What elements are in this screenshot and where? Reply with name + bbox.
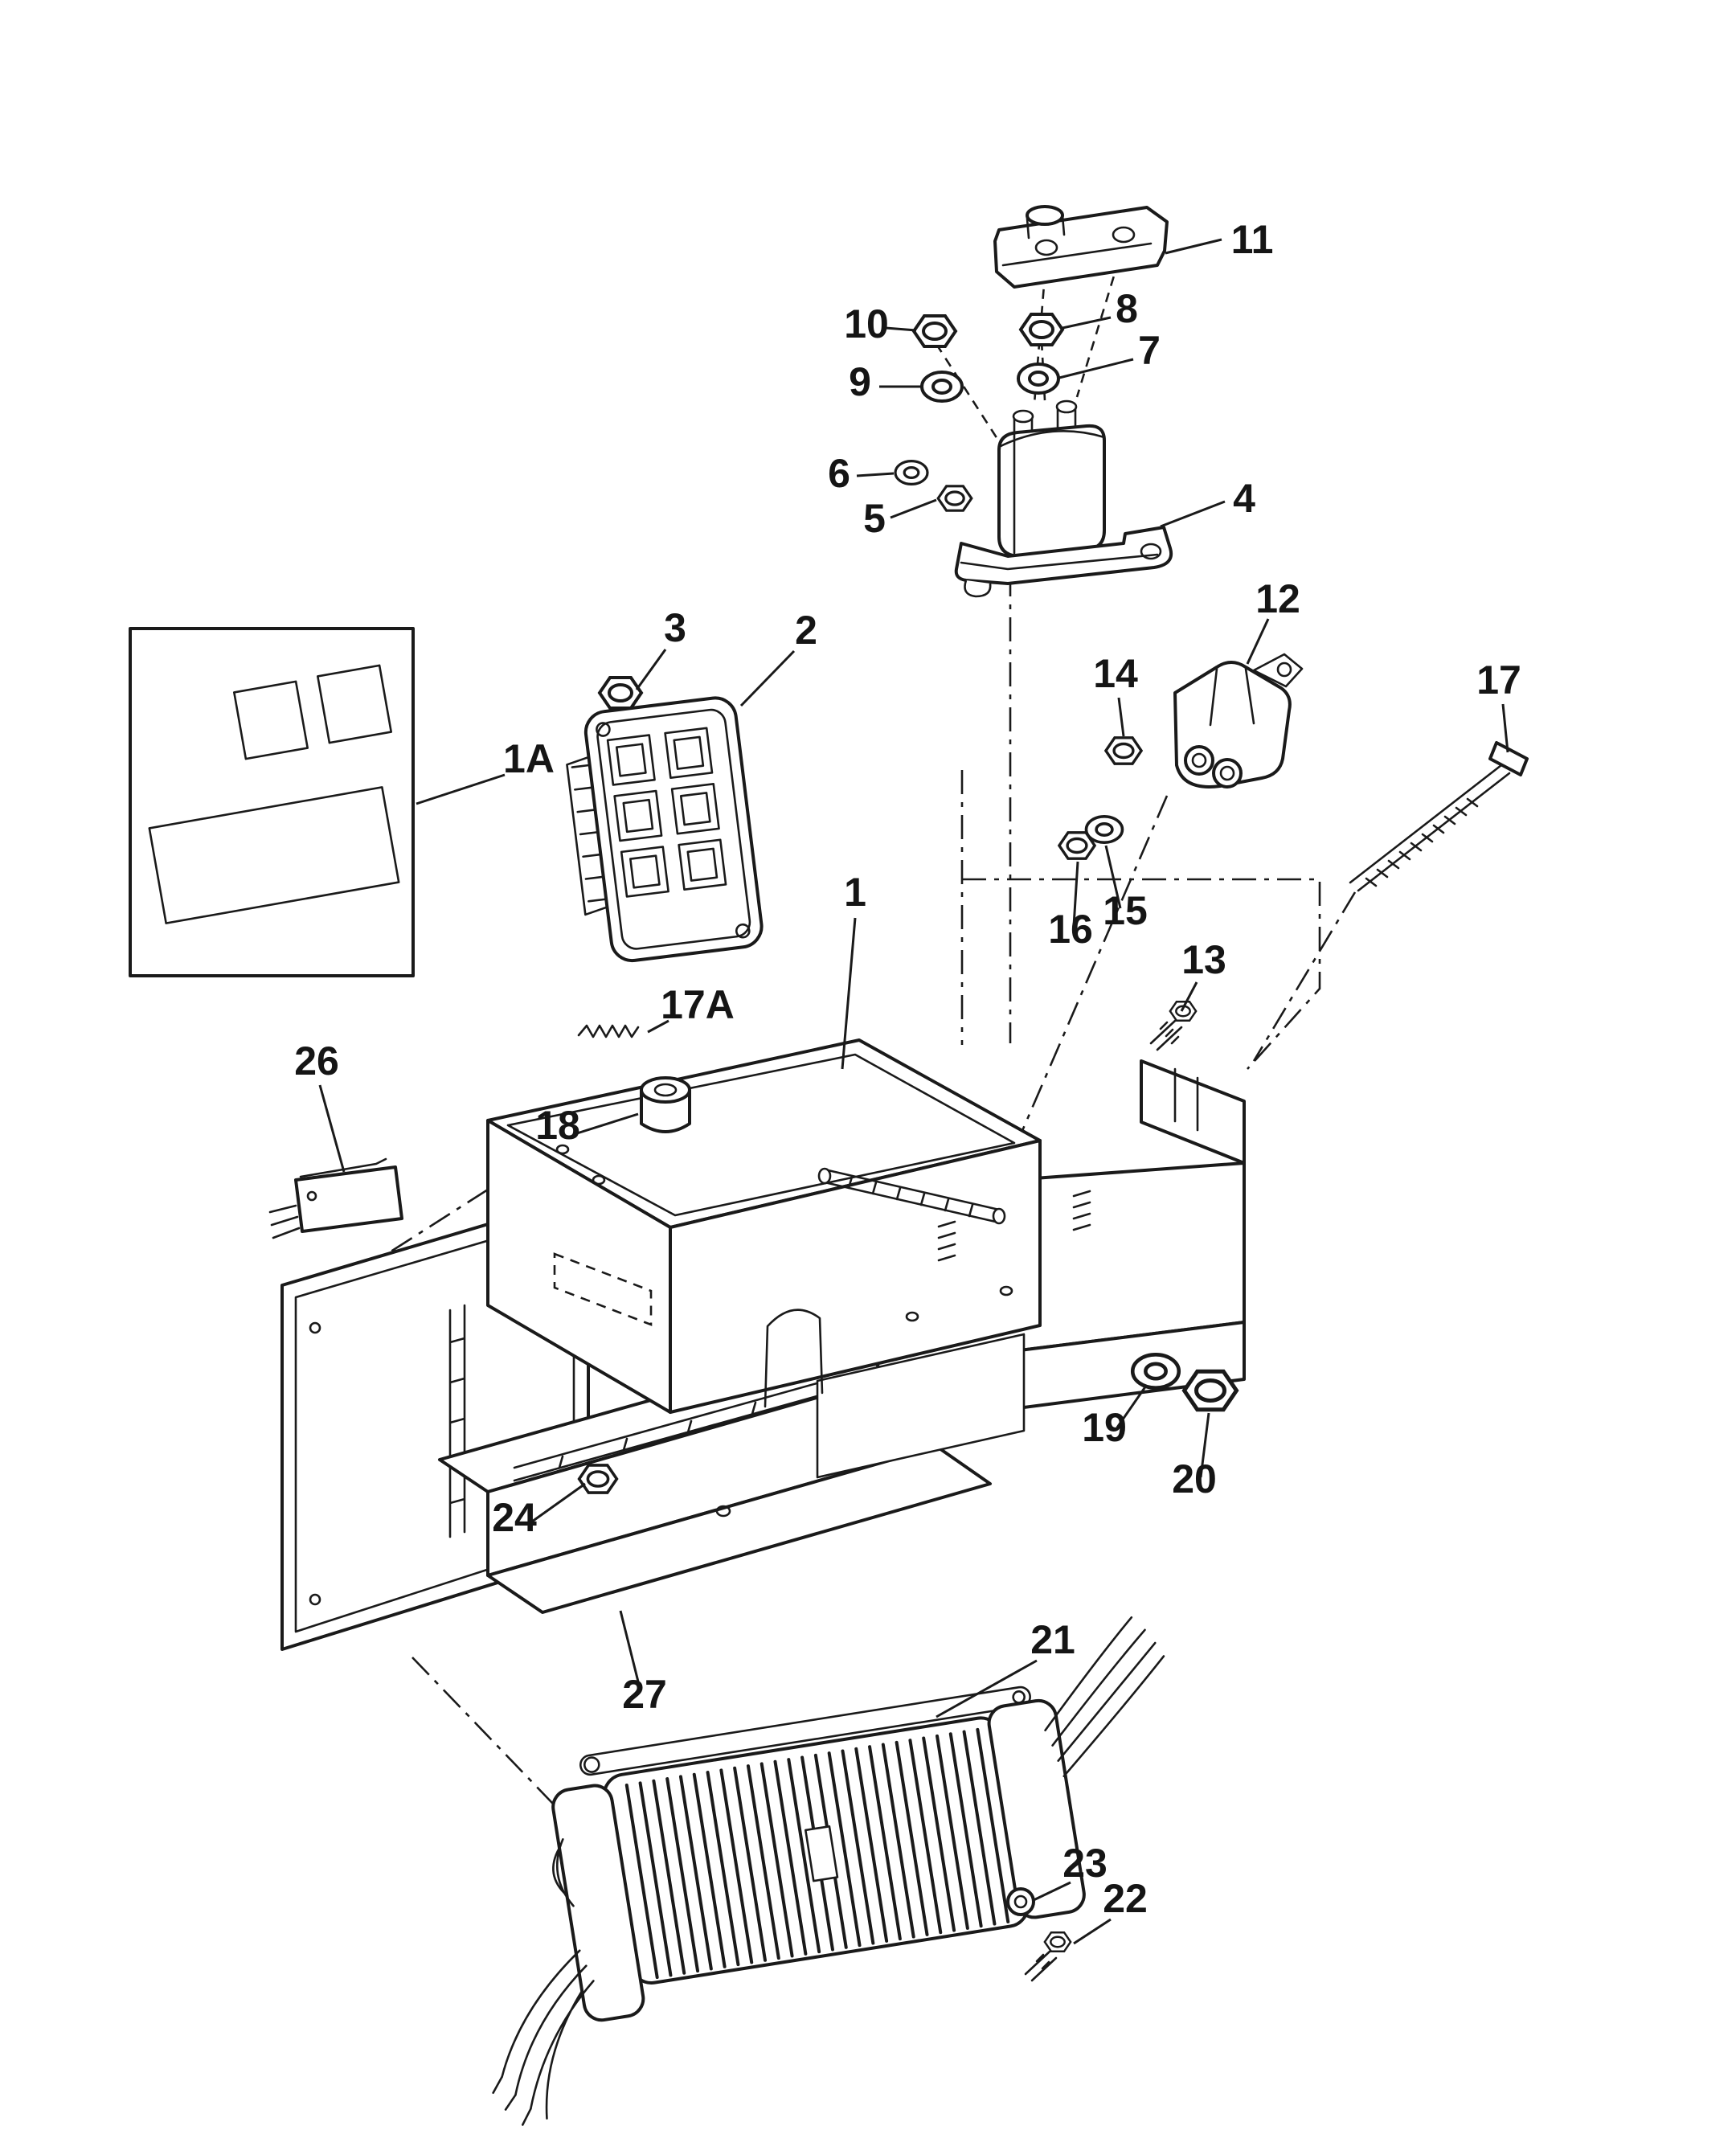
- alignment-lines: [298, 244, 1357, 1845]
- callout-26: 26: [294, 1038, 339, 1083]
- callout-21: 21: [1030, 1617, 1075, 1662]
- callout-10: 10: [844, 301, 889, 346]
- nut-3: [598, 676, 643, 710]
- callout-17A: 17A: [661, 982, 735, 1027]
- callout-3: 3: [664, 605, 686, 650]
- callout-2: 2: [795, 608, 817, 653]
- callout-6: 6: [828, 451, 850, 496]
- switch: [268, 1157, 403, 1239]
- clamp-bracket: [993, 205, 1169, 289]
- callout-1: 1: [844, 870, 866, 915]
- callout-11: 11: [1231, 217, 1274, 262]
- callout-labels: 11 10 8 9 7 6 5 4 12 14 17 16 15 13 3 2 …: [294, 217, 1521, 1921]
- lock-washer-15: [1084, 814, 1124, 844]
- callout-12: 12: [1255, 576, 1300, 621]
- washer-23: [1006, 1887, 1035, 1916]
- lock-washer-6: [894, 459, 929, 486]
- nut-5: [936, 485, 973, 512]
- spring-17A: [577, 1024, 640, 1038]
- nut-10: [912, 314, 957, 348]
- terminal-panel: [566, 696, 764, 963]
- choke-assembly: [1173, 653, 1304, 789]
- solenoid: [954, 399, 1173, 598]
- bushing-18: [640, 1076, 691, 1133]
- bolt-22: [1024, 1931, 1072, 1982]
- callout-8: 8: [1116, 286, 1138, 331]
- callout-18: 18: [535, 1103, 580, 1148]
- callout-17: 17: [1476, 657, 1521, 702]
- decal-sheet-box: [129, 627, 415, 977]
- main-bracket-tray: [486, 1038, 1246, 1479]
- nut-20: [1185, 1371, 1237, 1410]
- callout-5: 5: [863, 496, 886, 541]
- washer-19: [1132, 1354, 1179, 1387]
- callout-20: 20: [1172, 1456, 1217, 1501]
- callout-1A: 1A: [503, 736, 555, 781]
- callout-7: 7: [1138, 328, 1161, 373]
- callout-15: 15: [1103, 888, 1148, 933]
- callout-22: 22: [1103, 1876, 1148, 1921]
- callout-9: 9: [849, 359, 871, 404]
- nut-16: [1058, 831, 1096, 860]
- callout-14: 14: [1093, 651, 1138, 696]
- callout-13: 13: [1181, 937, 1226, 982]
- bolt-13: [1149, 1000, 1198, 1051]
- long-bolt-17: [1349, 741, 1529, 892]
- leader-lines: [318, 238, 1509, 1945]
- lock-washer-7: [1017, 363, 1060, 395]
- callout-19: 19: [1082, 1405, 1127, 1450]
- callout-27: 27: [622, 1672, 667, 1717]
- nut-8: [1019, 313, 1064, 346]
- lock-washer-9: [920, 371, 964, 403]
- nut-24: [577, 1464, 619, 1494]
- callout-4: 4: [1233, 476, 1255, 521]
- callout-24: 24: [492, 1495, 537, 1540]
- nut-14: [1104, 736, 1143, 765]
- callout-16: 16: [1048, 907, 1093, 952]
- callout-23: 23: [1062, 1841, 1108, 1886]
- rectifier-regulator: [492, 1616, 1165, 2126]
